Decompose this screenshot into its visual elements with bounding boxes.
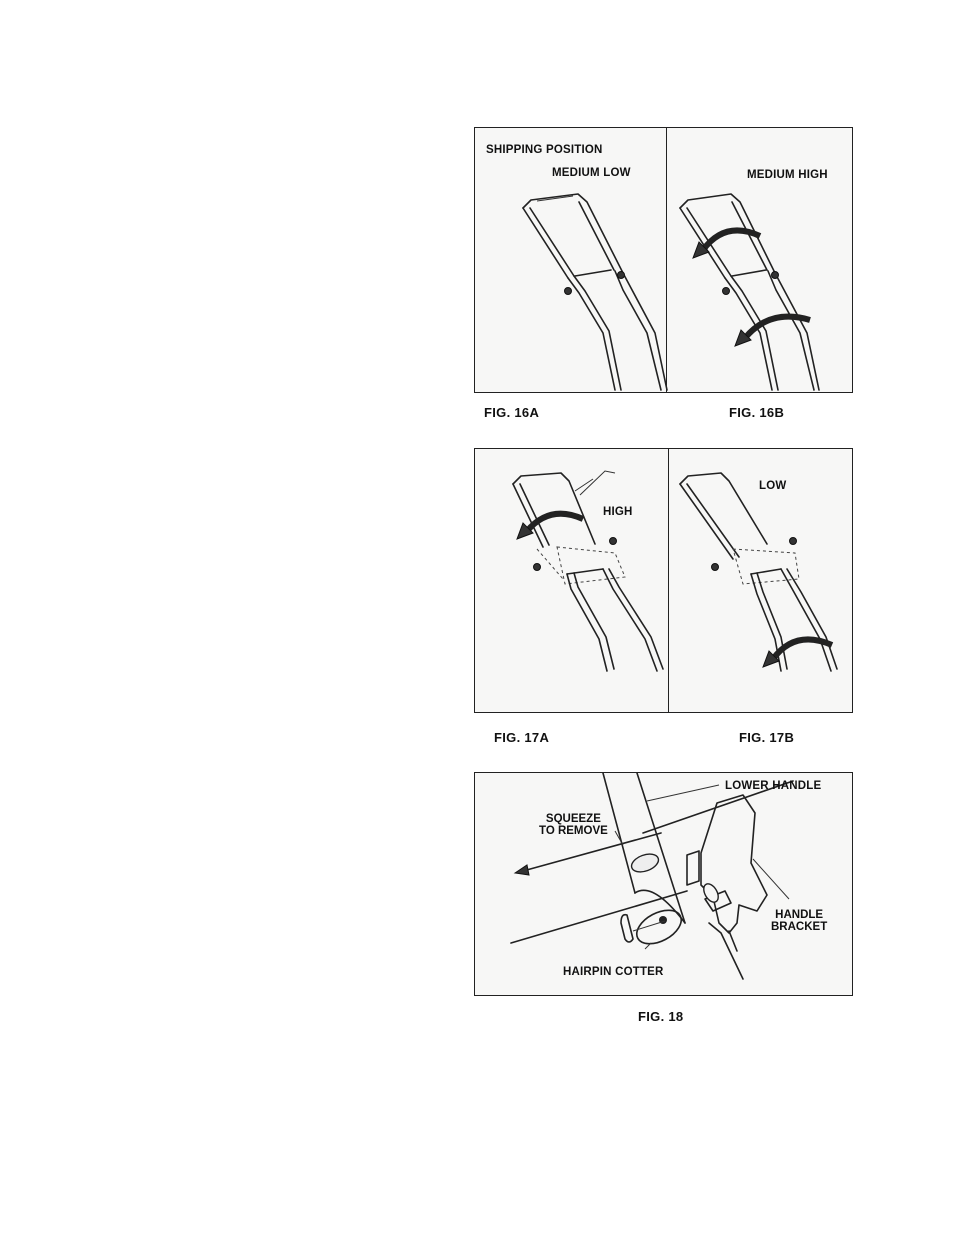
fig17b-handle-drawing [680, 473, 837, 671]
fig17b-caption: FIG. 17B [739, 730, 794, 745]
fig16a-caption: FIG. 16A [484, 405, 539, 420]
lower-handle-label: LOWER HANDLE [725, 780, 821, 792]
fig18-panel: LOWER HANDLE SQUEEZE TO REMOVE HANDLE BR… [474, 772, 853, 996]
squeeze-to-remove-label: SQUEEZE TO REMOVE [539, 813, 608, 837]
hairpin-cotter-label: HAIRPIN COTTER [563, 966, 664, 978]
fig16-panel: SHIPPING POSITION MEDIUM LOW MEDIUM HIGH [474, 127, 853, 393]
fig16a-handle-drawing [523, 194, 667, 390]
fig16b-caption: FIG. 16B [729, 405, 784, 420]
fig18-caption: FIG. 18 [638, 1009, 683, 1024]
fig17-illustration [475, 449, 854, 714]
handle-bracket-line1: HANDLE [771, 909, 827, 921]
squeeze-line1: SQUEEZE [539, 813, 608, 825]
fig16-illustration [475, 128, 854, 394]
handle-bracket-label: HANDLE BRACKET [771, 909, 827, 933]
fig17a-handle-drawing [513, 471, 663, 671]
fig16b-handle-drawing [680, 194, 819, 390]
fig17a-caption: FIG. 17A [494, 730, 549, 745]
handle-bracket-line2: BRACKET [771, 921, 827, 933]
fig17-panel: HIGH LOW [474, 448, 853, 713]
fig18-illustration [475, 773, 854, 997]
squeeze-line2: TO REMOVE [539, 825, 608, 837]
